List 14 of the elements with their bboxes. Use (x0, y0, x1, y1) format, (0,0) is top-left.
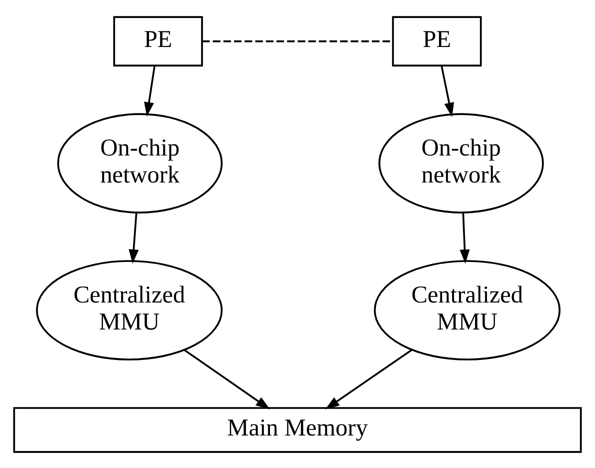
arrow (144, 65, 156, 116)
arrow (460, 212, 470, 264)
arrow (184, 348, 270, 409)
node-box: PE (113, 16, 203, 66)
arrow (325, 348, 412, 409)
node-ellipse: Centralized MMU (374, 260, 561, 360)
connector (202, 40, 393, 42)
node-ellipse: Centralized MMU (36, 260, 223, 360)
arrow (440, 65, 454, 116)
node-ellipse: On-chip network (57, 112, 223, 213)
node-box: Main Memory (13, 406, 582, 452)
arrow (128, 212, 139, 264)
node-ellipse: On-chip network (378, 112, 544, 213)
node-box: PE (392, 16, 482, 66)
